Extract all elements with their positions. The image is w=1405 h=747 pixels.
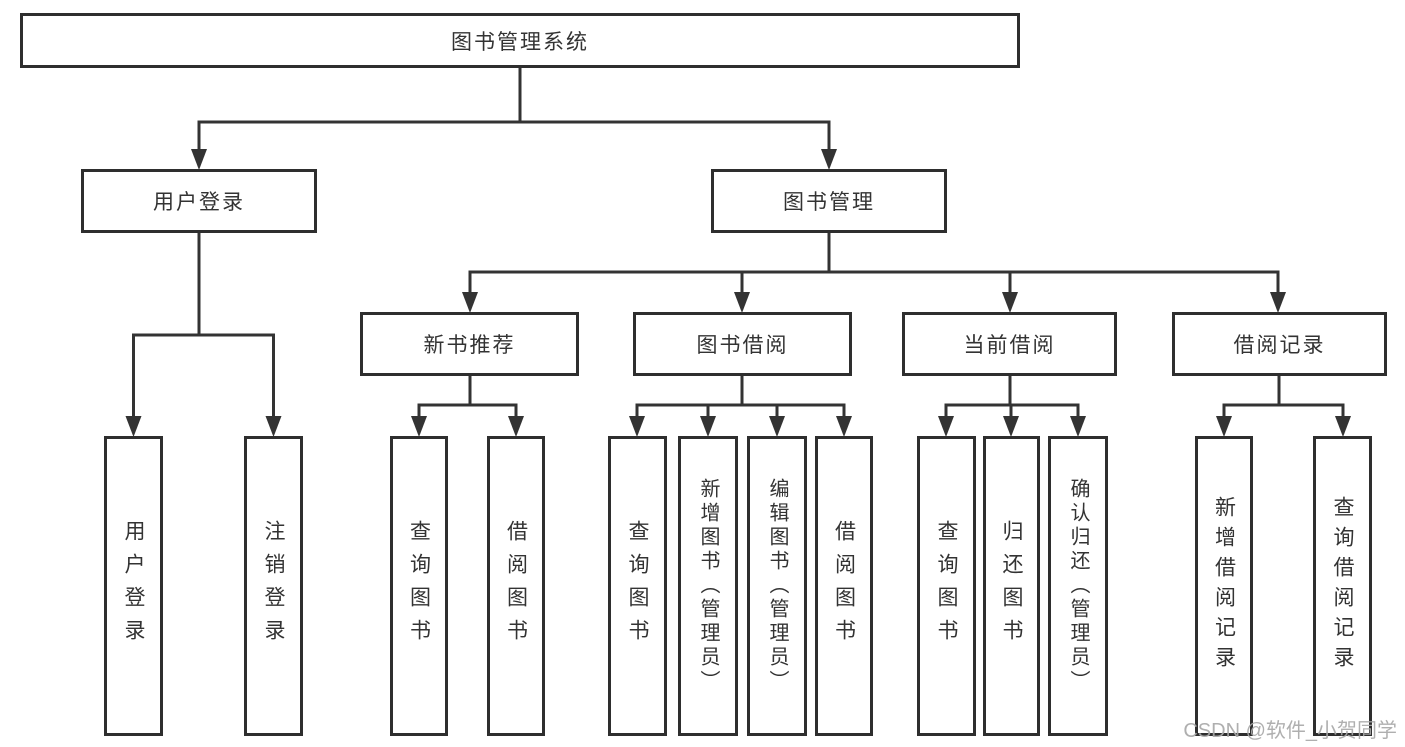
leaf-br-query-record: 查询借阅记录 xyxy=(1313,436,1372,736)
connector-current-to-leaves xyxy=(944,376,1080,417)
leaf-bb-borrow-books-label: 借阅图书 xyxy=(832,520,856,652)
connector-newbook-to-leaves xyxy=(417,376,518,417)
leaf-bb-edit-books-admin-label: 编辑图书（管理员） xyxy=(766,478,788,694)
node-root-label: 图书管理系统 xyxy=(451,30,589,54)
arrowheads xyxy=(125,149,1351,437)
leaf-cb-confirm-return-admin-label: 确认归还（管理员） xyxy=(1067,478,1089,694)
leaf-user-login-label: 用户登录 xyxy=(122,520,146,652)
connector-bookmgmt-to-level3 xyxy=(468,233,1280,294)
leaf-bb-query-books: 查询图书 xyxy=(608,436,667,736)
leaf-bb-add-books-admin: 新增图书（管理员） xyxy=(678,436,738,736)
leaf-br-query-record-label: 查询借阅记录 xyxy=(1331,496,1355,676)
node-book-management: 图书管理 xyxy=(711,169,947,233)
leaf-bb-query-books-label: 查询图书 xyxy=(626,520,650,652)
leaf-cb-confirm-return-admin: 确认归还（管理员） xyxy=(1048,436,1108,736)
leaf-nb-query-books-label: 查询图书 xyxy=(407,520,431,652)
leaf-logout-label: 注销登录 xyxy=(262,520,286,652)
node-new-book-recommend: 新书推荐 xyxy=(360,312,579,376)
leaf-nb-borrow-books: 借阅图书 xyxy=(487,436,545,736)
leaf-cb-return-books: 归还图书 xyxy=(983,436,1040,736)
leaf-nb-query-books: 查询图书 xyxy=(390,436,448,736)
connector-borrowing-to-leaves xyxy=(635,376,846,417)
leaf-bb-borrow-books: 借阅图书 xyxy=(815,436,873,736)
node-current-borrowing: 当前借阅 xyxy=(902,312,1117,376)
connector-userlogin-to-leaves xyxy=(132,233,275,417)
node-book-borrowing-label: 图书借阅 xyxy=(696,334,789,357)
leaf-bb-add-books-admin-label: 新增图书（管理员） xyxy=(697,478,719,694)
leaf-cb-return-books-label: 归还图书 xyxy=(1000,520,1024,652)
connector-root-to-level2 xyxy=(197,67,831,152)
csdn-watermark: CSDN @软件_小贺同学 xyxy=(1183,720,1397,742)
leaf-logout: 注销登录 xyxy=(244,436,303,736)
leaf-bb-edit-books-admin: 编辑图书（管理员） xyxy=(747,436,807,736)
node-book-borrowing: 图书借阅 xyxy=(633,312,852,376)
leaf-user-login: 用户登录 xyxy=(104,436,163,736)
node-new-book-recommend-label: 新书推荐 xyxy=(423,334,516,357)
leaf-br-add-record-label: 新增借阅记录 xyxy=(1212,496,1236,676)
leaf-br-add-record: 新增借阅记录 xyxy=(1195,436,1253,736)
leaf-nb-borrow-books-label: 借阅图书 xyxy=(504,520,528,652)
node-book-management-label: 图书管理 xyxy=(783,191,875,214)
node-current-borrowing-label: 当前借阅 xyxy=(963,334,1056,357)
leaf-cb-query-books-label: 查询图书 xyxy=(935,520,959,652)
node-user-login-label: 用户登录 xyxy=(153,191,245,214)
node-root: 图书管理系统 xyxy=(20,13,1020,68)
node-borrowing-records: 借阅记录 xyxy=(1172,312,1387,376)
leaf-cb-query-books: 查询图书 xyxy=(917,436,976,736)
node-borrowing-records-label: 借阅记录 xyxy=(1233,334,1326,357)
node-user-login: 用户登录 xyxy=(81,169,317,233)
connector-records-to-leaves xyxy=(1222,376,1345,417)
